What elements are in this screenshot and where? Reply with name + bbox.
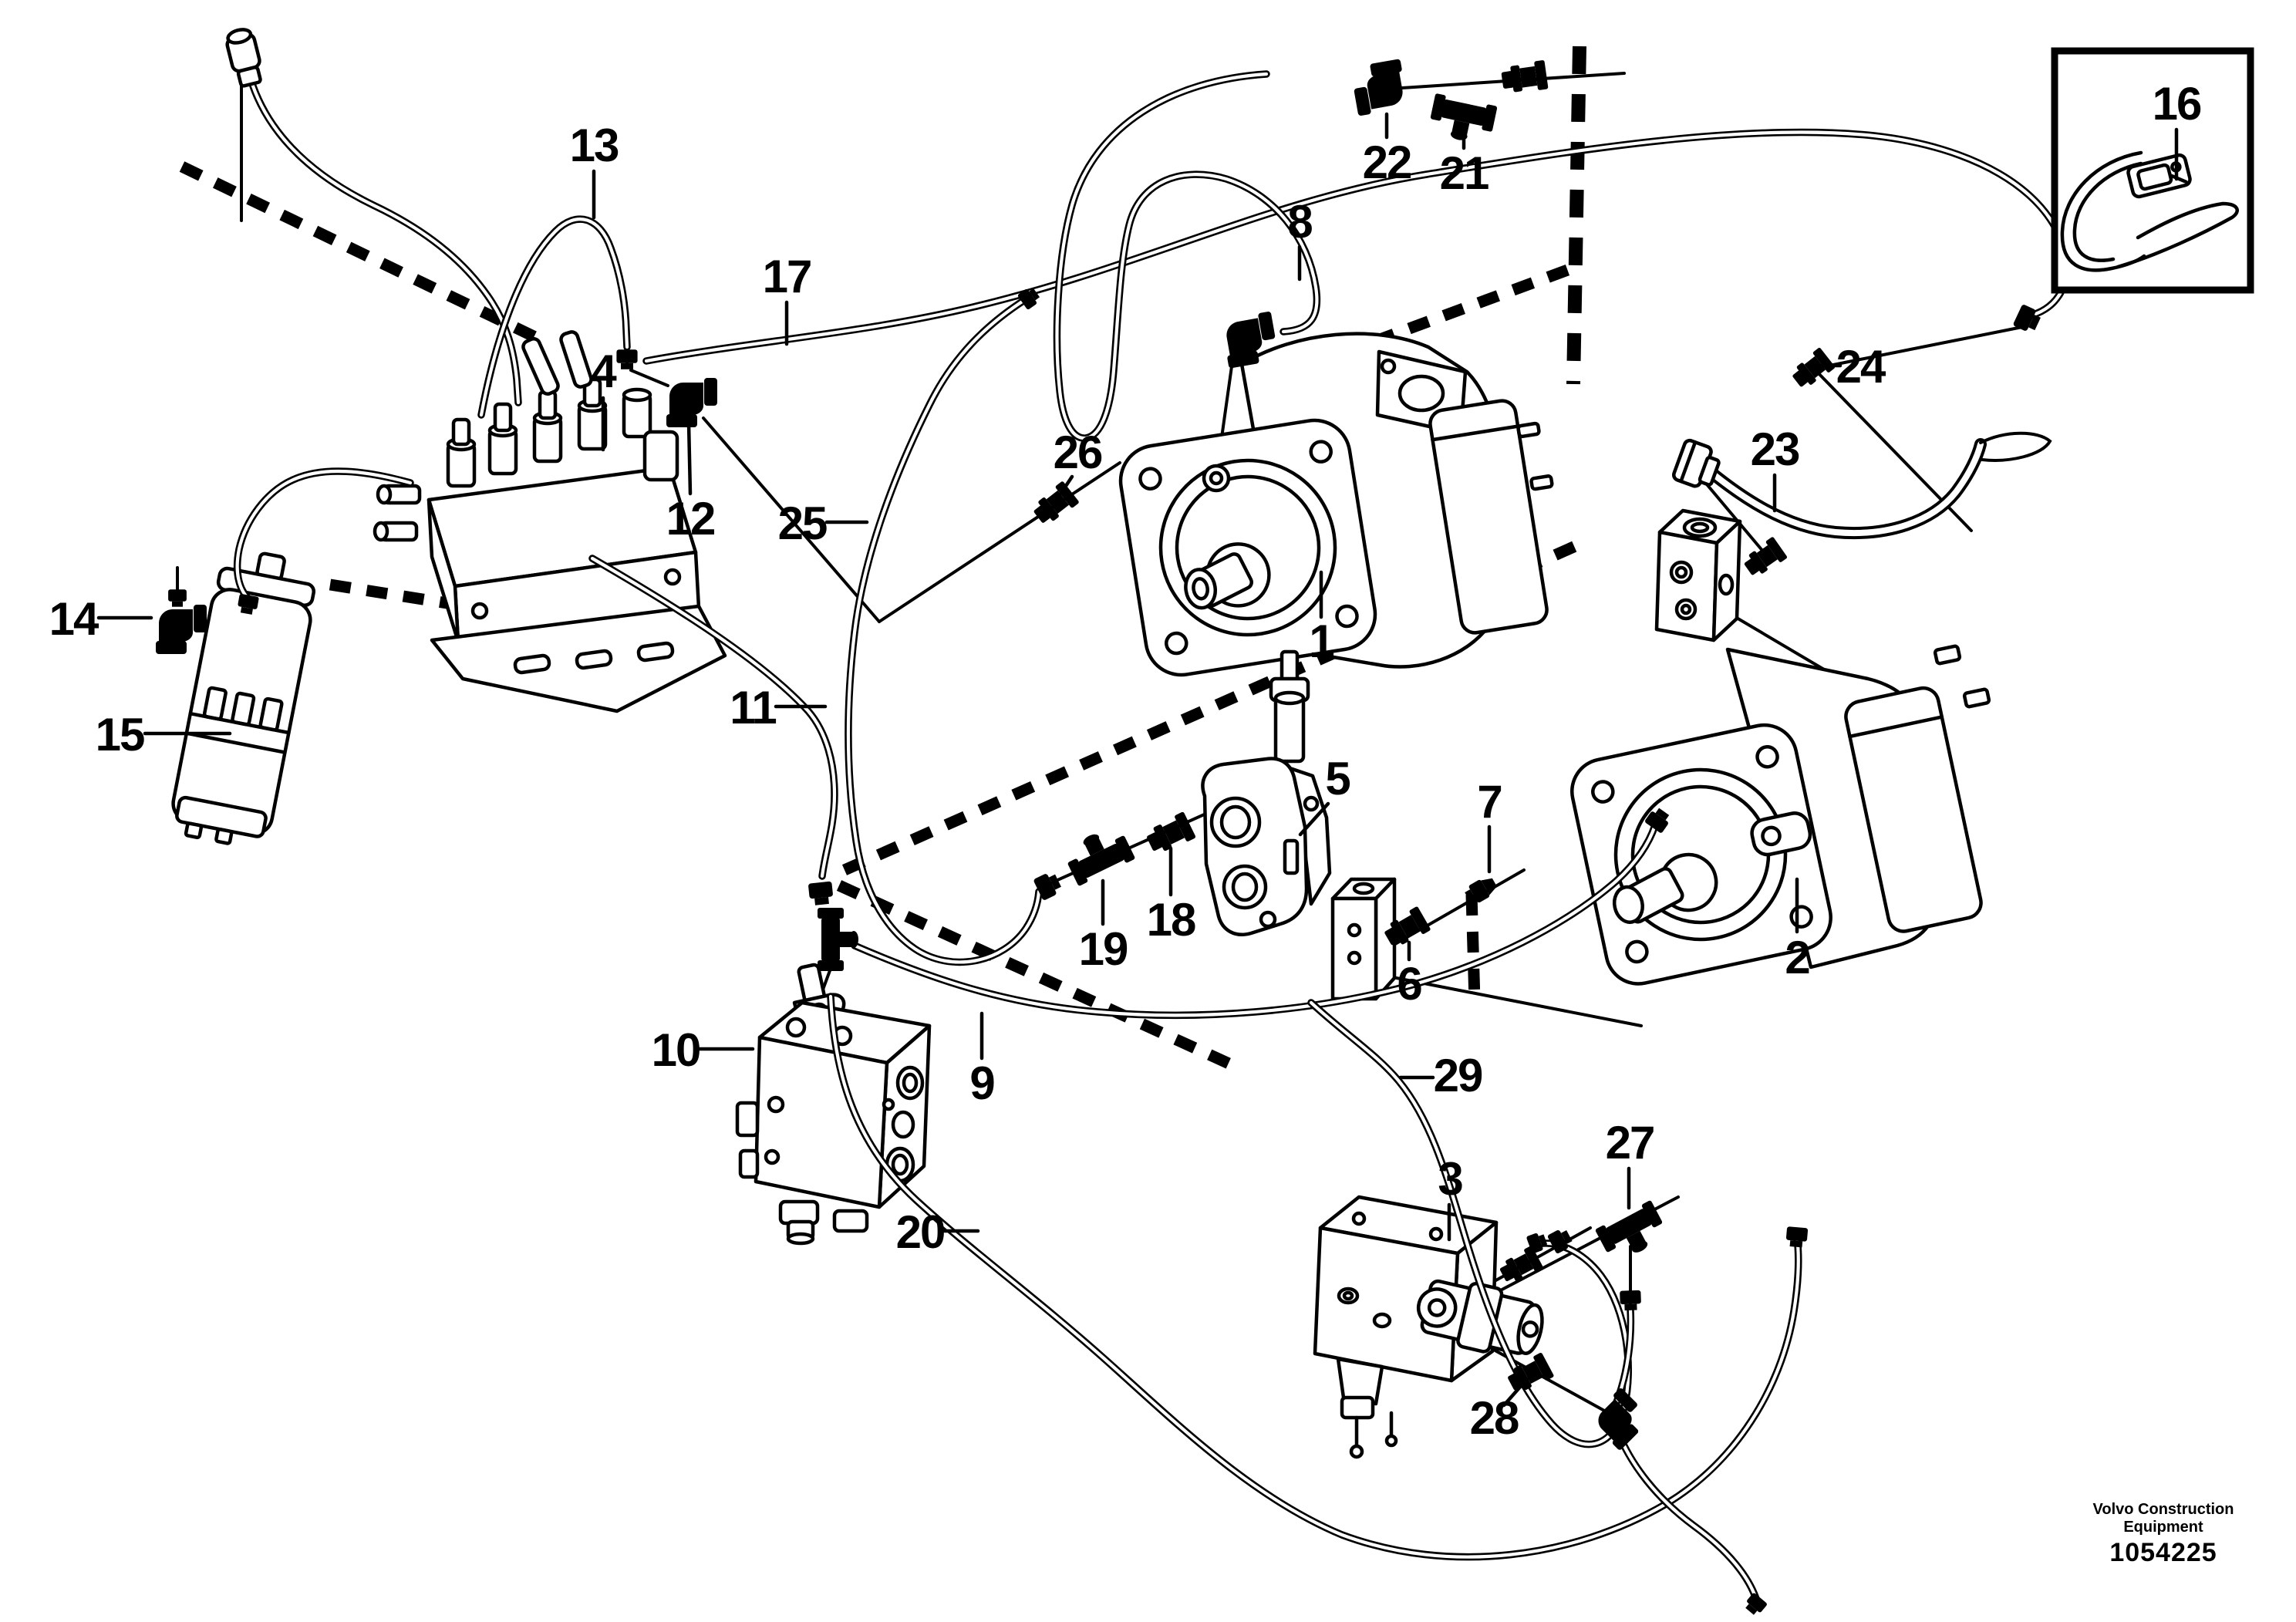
fittings	[156, 28, 2043, 1617]
callout-4-label: 4	[591, 346, 617, 397]
valve-5	[1201, 649, 1332, 936]
drawing-footer: Volvo Construction Equipment 1054225	[2081, 1501, 2246, 1568]
callout-9-label: 9	[969, 1057, 994, 1109]
hose11-end-nut	[807, 881, 834, 906]
hose-17	[642, 128, 2071, 365]
hose-to-valve4	[244, 67, 522, 406]
callout-20-label: 20	[896, 1206, 945, 1258]
brand-text: Volvo Construction Equipment	[2092, 1501, 2234, 1536]
tee-fitting-19	[1060, 821, 1136, 887]
callout-24-label: 24	[1836, 341, 1886, 393]
manifold-block-23	[1654, 508, 1742, 642]
frame-dash-top-left	[179, 161, 543, 345]
pump2-flange	[1570, 723, 1832, 986]
pipe-manifold-up	[1701, 478, 1769, 558]
hose28-end-nut	[1742, 1592, 1768, 1617]
tee-fitting-27	[1594, 1199, 1671, 1266]
elbow-fitting-12	[666, 378, 717, 427]
hose20-end-nut	[1785, 1226, 1809, 1248]
hoses	[233, 67, 2071, 1605]
pump-2	[1570, 644, 1991, 986]
fitting-14-nut	[168, 589, 187, 607]
callout-23-label: 23	[1751, 423, 1799, 475]
callout-12-label: 12	[666, 493, 715, 545]
pipe-from-elbow-12	[702, 416, 881, 623]
hose-28	[1613, 1425, 1761, 1605]
fitting-21b	[1500, 59, 1549, 96]
valve4-solenoids	[446, 377, 652, 488]
hose-23-tail	[1979, 431, 2052, 462]
frame-dash-vertical	[1566, 46, 1586, 385]
tee-above-valve10	[818, 908, 858, 971]
callout-21-label: 21	[1440, 147, 1489, 199]
callout-27-label: 27	[1606, 1117, 1654, 1168]
callout-17-label: 17	[763, 251, 811, 302]
fitting-27-nut	[1620, 1290, 1642, 1311]
valve4-levers	[521, 330, 593, 396]
hose23-hex-nut	[1671, 438, 1721, 488]
frame-dash-valve5	[1465, 894, 1481, 1002]
callout-8-label: 8	[1287, 196, 1312, 248]
callout-14-label: 14	[49, 593, 99, 645]
callout-1-label: 1	[1309, 615, 1333, 667]
pump1-flange	[1118, 418, 1377, 677]
pipe-to-elbow-12	[629, 369, 669, 387]
valve4-left-ports	[373, 484, 422, 542]
callout-10-label: 10	[652, 1024, 700, 1076]
hose-23	[1695, 438, 1987, 540]
pump-1	[1118, 332, 1554, 677]
callout-18-label: 18	[1147, 894, 1195, 946]
drawing-number: 1054225	[2109, 1538, 2217, 1567]
callout-11-label: 11	[730, 682, 776, 733]
hose13-nut	[616, 349, 638, 369]
callout-2-label: 2	[1785, 932, 1809, 983]
control-valve-4	[373, 330, 727, 713]
elbow-fitting-14	[156, 605, 207, 654]
filter-15	[171, 551, 316, 845]
callout-25-label: 25	[778, 497, 827, 549]
callout-13-label: 13	[570, 120, 619, 171]
callout-5-label: 5	[1325, 753, 1350, 804]
callout-22-label: 22	[1363, 137, 1411, 188]
callout-26-label: 26	[1054, 427, 1102, 478]
callout-3-label: 3	[1438, 1153, 1462, 1205]
callout-15-label: 15	[96, 709, 144, 760]
fitting-26	[1029, 481, 1080, 528]
pipe-to-fitting-24	[1812, 325, 2024, 370]
callout-19-label: 19	[1079, 923, 1128, 975]
manifold-fitting	[1740, 536, 1788, 581]
callout-29-label: 29	[1434, 1050, 1482, 1101]
pipe-fitting-26	[878, 461, 1121, 623]
hose17-end-nut	[2012, 303, 2043, 335]
leader-lines	[96, 112, 2179, 1408]
callout-labels: 1 2 3 4 5 6 7 8 9 10 11 12 13 14 15 16 1…	[49, 78, 2203, 1444]
callout-7-label: 7	[1477, 776, 1501, 828]
inset-box-16	[2051, 47, 2254, 294]
hose-25	[845, 295, 1043, 966]
callout-16-label: 16	[2153, 78, 2201, 130]
block-6	[1330, 877, 1397, 1001]
elbow-fitting-22	[1350, 59, 1409, 116]
callout-28-label: 28	[1470, 1392, 1519, 1444]
callout-6-label: 6	[1397, 958, 1421, 1010]
hose13-end-fitting	[225, 28, 262, 88]
